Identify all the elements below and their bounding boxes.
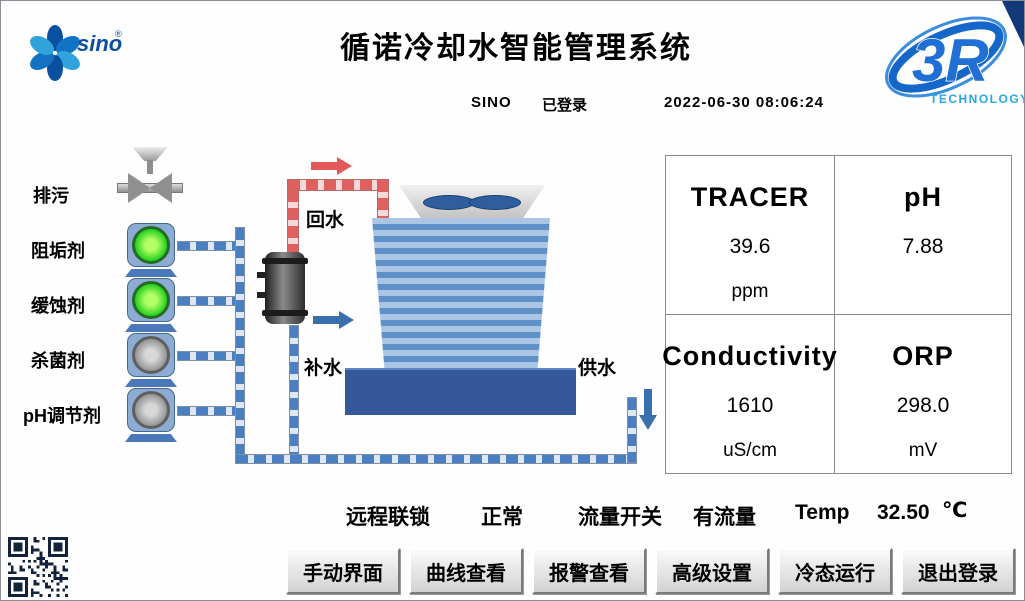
pump-status-lamp (132, 336, 170, 374)
svg-text:TECHNOLOGY: TECHNOLOGY (930, 92, 1024, 106)
heat-exchanger-nozzle (257, 272, 265, 278)
reading-ph: pH 7.88 (835, 156, 1011, 315)
cooling-tower-body[interactable] (372, 218, 550, 369)
label-supply-water: 供水 (578, 358, 617, 379)
pump-base (125, 324, 177, 332)
nav-button-bar: 手动界面 曲线查看 报警查看 高级设置 冷态运行 退出登录 (286, 548, 1015, 594)
3r-technology-logo: 3R TECHNOLOGY (885, 1, 1024, 106)
drain-valve[interactable] (117, 147, 183, 203)
pump-base (125, 379, 177, 387)
pump-housing (127, 333, 175, 377)
reading-conductivity: Conductivity 1610 uS/cm (662, 314, 837, 473)
label-corrosion-inhibitor: 缓蚀剂 (31, 296, 85, 316)
status-temp-label: Temp (795, 501, 850, 524)
heat-exchanger-flange-bottom (262, 310, 308, 316)
reading-name: ORP (892, 340, 954, 371)
session-datetime: 2022-06-30 08:06:24 (664, 94, 824, 111)
reading-value: 1610 (726, 393, 774, 417)
reading-unit: ppm (731, 281, 769, 302)
label-makeup-water: 补水 (304, 358, 343, 379)
session-login-status: 已登录 (542, 97, 588, 114)
pipe-bottom-loop (235, 454, 637, 464)
return-flow-arrow-icon (311, 157, 352, 175)
nav-button-advanced-settings[interactable]: 高级设置 (655, 548, 769, 594)
reading-name: pH (904, 182, 942, 212)
status-flow-value: 有流量 (693, 506, 756, 529)
status-interlock-value: 正常 (481, 506, 523, 529)
heat-exchanger-nozzle (257, 292, 265, 298)
pipe-dosing-2 (177, 296, 239, 306)
reading-unit: uS/cm (723, 439, 777, 461)
nav-button-alarm-view[interactable]: 报警查看 (532, 548, 646, 594)
svg-text:sino: sino (77, 31, 122, 56)
status-temp-value: 32.50 (877, 501, 930, 524)
pump-housing (127, 278, 175, 322)
heat-exchanger[interactable] (257, 248, 308, 328)
pipe-return-horizontal (287, 179, 389, 191)
pump-status-lamp (132, 226, 170, 264)
reading-orp: ORP 298.0 mV (835, 315, 1011, 474)
reading-name: Conductivity (662, 340, 838, 371)
status-interlock-label: 远程联锁 (346, 506, 430, 529)
nav-button-cold-run[interactable]: 冷态运行 (778, 548, 892, 594)
cooling-tower-basin (345, 368, 576, 415)
status-temp-unit: ℃ (942, 499, 968, 522)
reading-unit: mV (908, 439, 938, 461)
pipe-return-into-tower (377, 179, 389, 223)
label-return-water: 回水 (306, 210, 345, 231)
pump-housing (127, 223, 175, 267)
pump-corrosion-inhibitor[interactable] (125, 278, 177, 332)
valve-stem (147, 160, 153, 174)
label-scale-inhibitor: 阻垢剂 (31, 241, 85, 261)
pipe-dosing-3 (177, 351, 239, 361)
label-ph-adjuster: pH调节剂 (23, 406, 101, 426)
pump-status-lamp (132, 391, 170, 429)
pipe-return-to-exchanger (287, 189, 299, 253)
valve-body-left (128, 173, 150, 203)
pump-base (125, 434, 177, 442)
heat-exchanger-flange-top (262, 258, 308, 264)
valve-body-right (150, 173, 172, 203)
label-drain: 排污 (33, 186, 69, 206)
session-user: SINO (471, 94, 512, 111)
nav-button-manual-screen[interactable]: 手动界面 (286, 548, 400, 594)
pump-ph-adjuster[interactable] (125, 388, 177, 442)
reading-value: 7.88 (902, 235, 944, 258)
pump-scale-inhibitor[interactable] (125, 223, 177, 277)
fan-blade-icon (423, 195, 475, 210)
reading-value: 39.6 (729, 235, 771, 258)
supply-flow-arrow-icon (639, 389, 657, 430)
svg-text:3R: 3R (912, 27, 989, 94)
status-flow-label: 流量开关 (578, 506, 662, 529)
label-biocide: 杀菌剂 (31, 351, 85, 371)
valve-funnel-icon (132, 147, 168, 161)
svg-text:®: ® (115, 29, 122, 39)
pipe-supply-down (627, 397, 637, 463)
reading-value: 298.0 (896, 393, 950, 417)
pipe-exchanger-down (289, 325, 299, 463)
pipe-dosing-main (235, 227, 245, 464)
makeup-flow-arrow-icon (313, 311, 354, 329)
nav-button-logout[interactable]: 退出登录 (901, 548, 1015, 594)
fan-blade-icon (469, 195, 521, 210)
reading-tracer: TRACER 39.6 ppm (666, 156, 835, 315)
sino-logo: sino ® (30, 25, 122, 81)
pump-status-lamp (132, 281, 170, 319)
pump-biocide[interactable] (125, 333, 177, 387)
pump-base (125, 269, 177, 277)
page-title: 循诺冷却水智能管理系统 (340, 32, 692, 65)
pump-housing (127, 388, 175, 432)
readings-panel: TRACER 39.6 ppm pH 7.88 Conductivity 161… (662, 155, 1012, 474)
qr-code (8, 537, 68, 597)
pipe-dosing-4 (177, 406, 239, 416)
nav-button-curve-view[interactable]: 曲线查看 (409, 548, 523, 594)
reading-name: TRACER (690, 182, 810, 212)
pipe-dosing-1 (177, 241, 239, 251)
